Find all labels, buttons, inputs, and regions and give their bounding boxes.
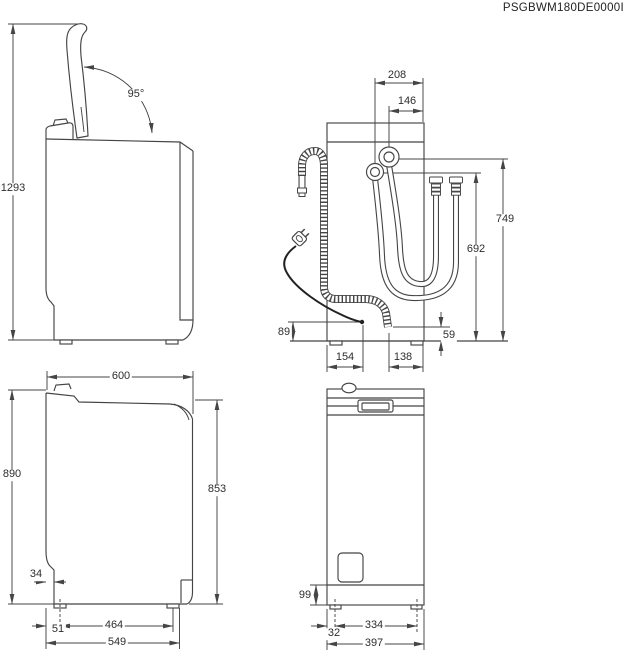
power-cord	[283, 228, 365, 325]
drain-hose	[297, 146, 392, 328]
view-front	[310, 382, 425, 650]
foot	[59, 339, 73, 345]
dim-label-base-depth: 549	[105, 636, 129, 649]
inlet-hoses	[372, 164, 463, 302]
foot	[165, 339, 179, 345]
dim-label-total-height: 1293	[0, 182, 28, 195]
foot	[329, 340, 343, 346]
inlet-valve-rings	[365, 146, 400, 182]
view-side-closed	[8, 371, 223, 649]
hose-coupling	[429, 176, 443, 196]
dim-label-inlet-offset: 146	[395, 95, 419, 108]
dim-label-cord-from-left: 154	[333, 351, 357, 364]
dim-label-lid-angle: 95°	[125, 88, 147, 101]
dim-label-inlet-height: 749	[493, 213, 517, 226]
machine-front-body	[326, 382, 425, 610]
dim-label-drain-offset: 208	[385, 69, 409, 82]
dim-label-plinth-height: 99	[296, 589, 314, 602]
hose-coupling	[449, 176, 463, 196]
view-rear-hoses	[283, 78, 508, 372]
top-seam	[173, 403, 190, 421]
lid-latch	[53, 383, 72, 392]
lid-latch	[52, 118, 69, 127]
dim-label-hose-from-right: 138	[391, 351, 415, 364]
dim-label-front-foot: 51	[49, 623, 67, 636]
cord-exit-point	[359, 319, 365, 325]
dim-label-overall-width: 397	[362, 637, 386, 650]
dim-label-drain-height: 692	[464, 243, 488, 256]
lid-handle-inner	[361, 402, 390, 411]
dim-label-foot-span-width: 334	[362, 619, 386, 632]
power-plug	[291, 228, 310, 247]
control-panel	[45, 122, 74, 139]
machine-rear-body	[326, 122, 425, 342]
dim-label-foot-span-depth: 464	[102, 619, 126, 632]
open-lid	[66, 23, 89, 139]
dim-total-height-lines	[8, 23, 78, 341]
foot	[329, 604, 342, 610]
dim-label-foot-offset: 32	[325, 627, 343, 640]
machine-side-open-body	[45, 118, 194, 345]
dim-label-hose-end-height: 59	[440, 329, 458, 342]
foot	[410, 340, 424, 346]
foot	[166, 603, 180, 609]
view-side-lid-open	[8, 23, 194, 345]
dim-label-cord-height: 89	[275, 326, 293, 339]
dim-label-height-front: 890	[0, 468, 24, 481]
dim-rear-lines	[288, 78, 508, 372]
foot	[410, 604, 423, 610]
machine-side-body	[45, 383, 194, 609]
filter-door	[337, 552, 364, 583]
document-code: PSGBWM180DE0000I	[502, 2, 624, 14]
dim-side-lines	[8, 371, 223, 649]
dim-label-base-recess: 34	[27, 568, 45, 581]
lid-angle-arc	[83, 65, 154, 134]
program-knob	[341, 382, 357, 394]
dim-label-depth-top: 600	[109, 370, 133, 383]
dim-label-height-rear: 853	[205, 483, 229, 496]
